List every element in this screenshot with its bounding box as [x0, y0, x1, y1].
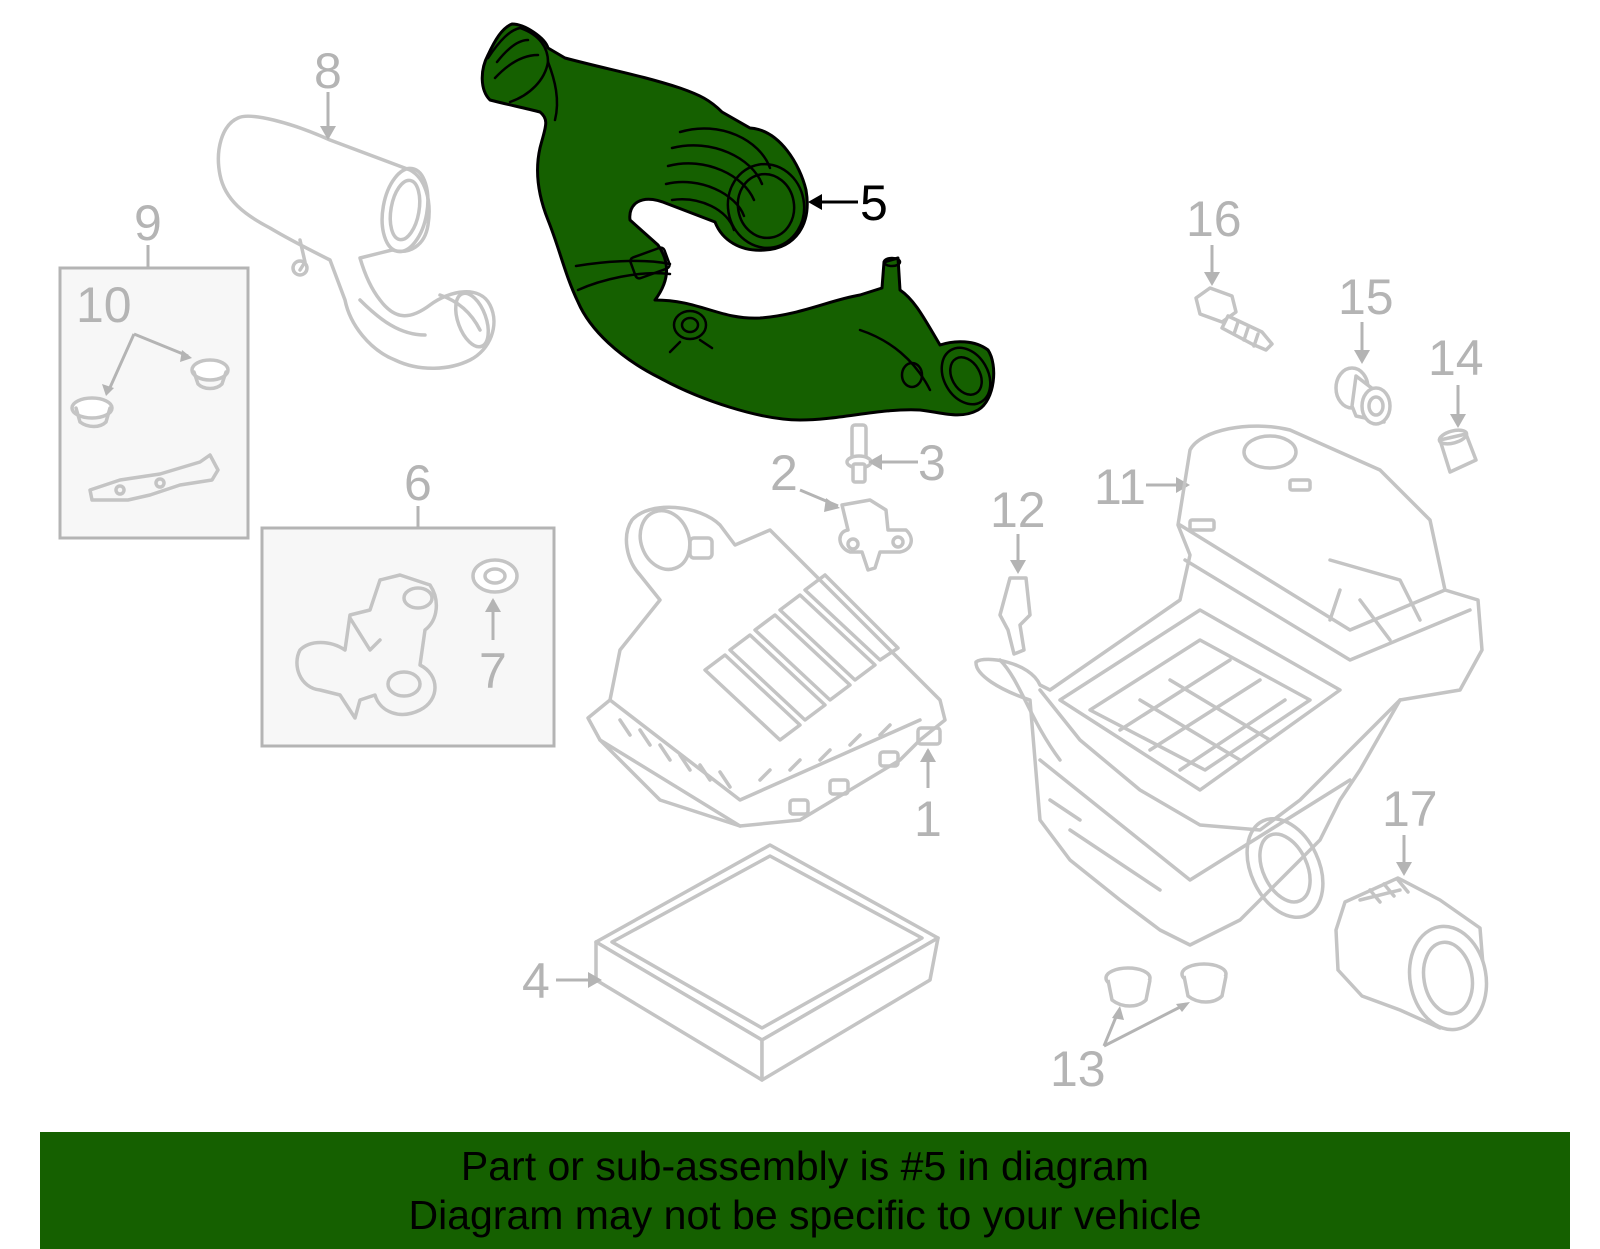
- callout-8: 8: [314, 43, 342, 99]
- callout-9: 9: [134, 195, 162, 251]
- part-2-bracket: [838, 498, 913, 572]
- part-10-grommets: [70, 358, 230, 429]
- callout-13: 13: [1050, 1041, 1106, 1097]
- part-9-bracket: [88, 453, 220, 502]
- callout-10: 10: [76, 277, 132, 333]
- callout-5: 5: [860, 175, 888, 231]
- part-17-adapter: [1334, 876, 1489, 1032]
- part-11-air-cleaner-housing: [974, 424, 1484, 947]
- part-6-bracket: [295, 573, 438, 720]
- callout-11: 11: [1094, 459, 1146, 515]
- callout-2: 2: [770, 445, 798, 501]
- part-7-grommet: [471, 558, 519, 594]
- callout-12: 12: [990, 482, 1046, 538]
- callout-14: 14: [1428, 330, 1484, 386]
- callout-1: 1: [914, 791, 942, 847]
- callout-3: 3: [918, 435, 946, 491]
- part-15-bushing: [1334, 366, 1392, 426]
- callout-17: 17: [1382, 781, 1438, 837]
- part-8-inlet-duct: [216, 114, 496, 370]
- part-13-grommets: [1104, 962, 1228, 1008]
- part-16-bolt: [1194, 286, 1274, 352]
- callout-15: 15: [1338, 269, 1394, 325]
- callout-4: 4: [522, 953, 550, 1009]
- callout-7: 7: [479, 643, 507, 699]
- callout-6: 6: [404, 455, 432, 511]
- part-5-intake-tube: [480, 22, 996, 422]
- part-3-sensor: [845, 423, 873, 484]
- info-banner: Part or sub-assembly is #5 in diagram Di…: [40, 1132, 1570, 1249]
- callout-16: 16: [1186, 191, 1242, 247]
- banner-line-2: Diagram may not be specific to your vehi…: [408, 1191, 1202, 1238]
- part-12-clip: [998, 576, 1032, 656]
- banner-line-1: Part or sub-assembly is #5 in diagram: [460, 1142, 1150, 1189]
- part-1-air-cleaner-cover: [586, 505, 947, 828]
- part-14-sleeve: [1437, 428, 1478, 474]
- part-4-filter: [594, 843, 940, 1082]
